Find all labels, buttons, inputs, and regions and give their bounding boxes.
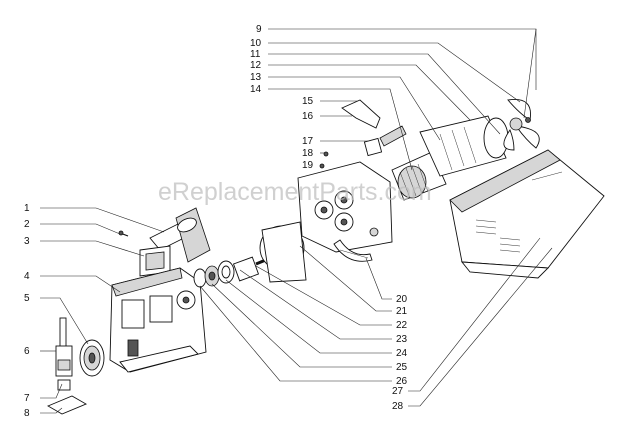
part-24-ring <box>217 260 235 284</box>
callout-19: 19 <box>302 160 314 171</box>
callout-12: 12 <box>250 60 262 71</box>
callout-18: 18 <box>302 148 314 159</box>
part-10-fan <box>503 98 540 151</box>
callout-7: 7 <box>24 393 30 404</box>
callout-5: 5 <box>24 293 30 304</box>
part-20-clip <box>333 239 373 262</box>
callout-25: 25 <box>396 362 408 373</box>
watermark-text: eReplacementParts.com <box>158 178 432 206</box>
part-23-gear <box>232 256 260 282</box>
callout-2: 2 <box>24 219 30 230</box>
part-8-base-plate <box>46 395 88 415</box>
part-9-screw <box>525 117 531 123</box>
callout-26: 26 <box>396 376 408 387</box>
part-7-washer <box>57 379 71 391</box>
callout-6: 6 <box>24 346 30 357</box>
part-16-brush-holder <box>341 99 381 129</box>
callout-15: 15 <box>302 96 314 107</box>
callout-20: 20 <box>396 294 408 305</box>
part-17-brush <box>363 125 407 157</box>
callout-9: 9 <box>256 24 262 35</box>
part-25-bearing <box>204 265 220 287</box>
callout-10: 10 <box>250 38 262 49</box>
part-1-handle <box>149 207 211 263</box>
part-2-screw <box>118 230 129 237</box>
part-18-screw <box>323 151 329 157</box>
part-22-gear-shaft <box>255 221 307 283</box>
part-21-plate <box>297 161 393 253</box>
part-6-plunger <box>55 317 73 377</box>
callout-3: 3 <box>24 236 30 247</box>
callout-4: 4 <box>24 271 30 282</box>
part-28-shroud-cap <box>461 261 550 279</box>
callout-14: 14 <box>250 84 262 95</box>
part-27-shroud <box>449 149 605 269</box>
callout-23: 23 <box>396 334 408 345</box>
callout-8: 8 <box>24 408 30 419</box>
callout-11: 11 <box>250 49 261 60</box>
callout-24: 24 <box>396 348 408 359</box>
callout-22: 22 <box>396 320 408 331</box>
part-5-bearing <box>79 339 105 377</box>
part-14-armature <box>391 151 447 201</box>
part-19-screw <box>319 163 325 169</box>
callout-16: 16 <box>302 111 314 122</box>
callout-13: 13 <box>250 72 262 83</box>
callout-28: 28 <box>392 401 404 412</box>
callout-labels: 1 2 3 4 5 6 7 8 9 10 11 12 13 14 15 16 1… <box>24 24 408 419</box>
callout-17: 17 <box>302 136 314 147</box>
leader-lines <box>40 28 553 414</box>
callout-27: 27 <box>392 386 404 397</box>
callout-1: 1 <box>24 203 30 214</box>
part-12-motor-housing <box>419 115 509 177</box>
part-26-bearing <box>193 268 207 288</box>
callout-21: 21 <box>396 306 408 317</box>
part-3-bracket <box>139 245 171 277</box>
part-4-gear-housing <box>109 267 207 373</box>
